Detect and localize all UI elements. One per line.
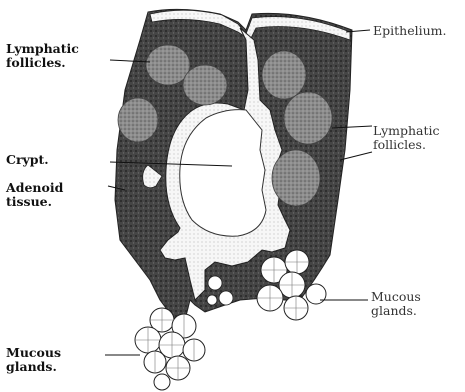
label-mucous-glands-right: Mucous glands. xyxy=(371,290,421,318)
label-mucous-glands-left: Mucous glands. xyxy=(6,346,61,374)
label-lymphatic-follicles-right: Lymphatic follicles. xyxy=(373,124,440,152)
follicle-5 xyxy=(284,92,332,144)
follicle-6 xyxy=(272,150,320,206)
label-adenoid-tissue: Adenoid tissue. xyxy=(6,181,63,209)
mucous-glands-left xyxy=(135,308,205,390)
follicle-1 xyxy=(146,45,190,85)
follicle-2 xyxy=(183,65,227,105)
label-lymphatic-follicles-left: Lymphatic follicles. xyxy=(6,42,79,70)
label-crypt: Crypt. xyxy=(6,153,49,167)
label-epithelium: Epithelium. xyxy=(373,24,446,38)
follicle-4 xyxy=(262,51,306,99)
follicle-3 xyxy=(118,98,158,142)
